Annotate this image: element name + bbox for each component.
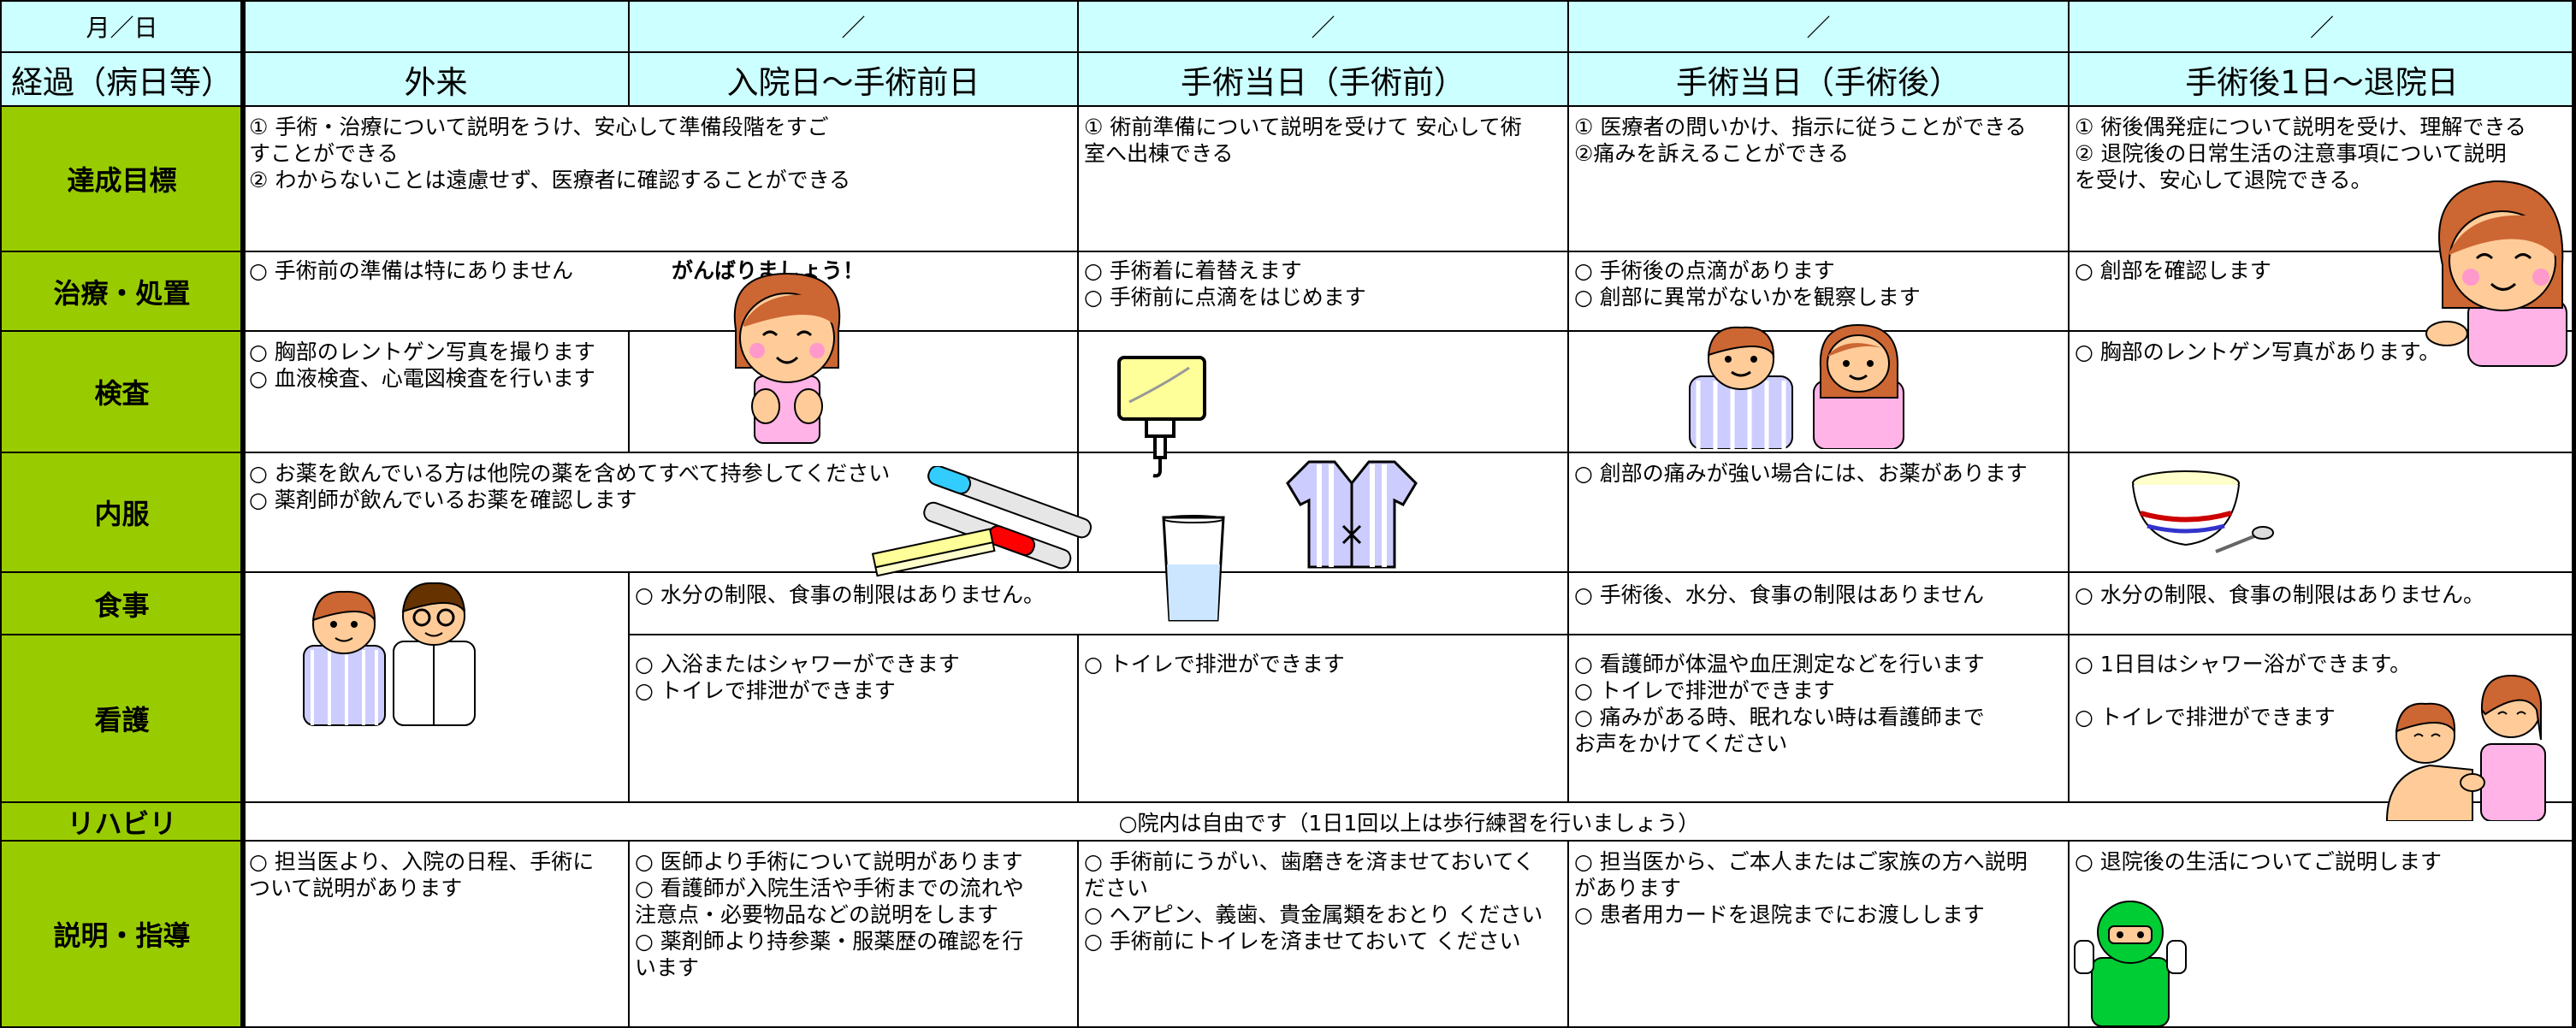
nursing-discharge-text-1: ○ 1日目はシャワー浴ができます。 [2075,652,2412,676]
row-label-guidance: 説明・指導 [0,840,244,1028]
treatment-surgery-post-text: ○ 手術後の点滴があります ○ 創部に異常がないかを観察します [1574,258,1921,310]
meal-surgery-post: ○ 手術後、水分、食事の制限はありません [1567,571,2070,635]
row-label-medication: 内服 [0,452,244,573]
surgical-gown-illustration [1286,460,1418,569]
water-glass-illustration [1162,515,1225,622]
patient-doctor-illustration [303,582,476,726]
exam-outpatient-text: ○ 胸部のレントゲン写真を撮ります ○ 血液検査、心電図検査を行います [249,340,595,391]
goals-discharge: ① 術後偶発症について説明を受け、理解できる ② 退院後の日常生活の注意事項につ… [2068,105,2576,252]
exam-discharge-text: ○ 胸部のレントゲン写真があります。 [2075,340,2441,364]
surgeon-illustration [2074,901,2187,1026]
medication-outpatient-admission-text: ○ お薬を飲んでいる方は他院の薬を含めてすべて持参してください ○ 薬剤師が飲ん… [249,461,891,512]
nursing-surgery-pre: ○ トイレで排泄ができます [1077,634,1569,803]
row-label-goals: 達成目標 [0,105,244,252]
course-label: 経過（病日等） [0,51,244,107]
stage-admission: 入院日～手術前日 [628,51,1079,107]
rehab-all-text: ○院内は自由です（1日1回以上は歩行練習を行いましょう） [1118,810,1700,836]
row-label-exam: 検査 [0,330,244,453]
goals-surgery-pre: ① 術前準備について説明を受けて 安心して術 室へ出棟できる [1077,105,1569,252]
guidance-discharge-text: ○ 退院後の生活についてご説明します [2075,849,2443,874]
divider-vertical-left [240,0,246,1028]
meal-discharge: ○ 水分の制限、食事の制限はありません。 [2068,571,2576,635]
nursing-surgery-post-text: ○ 看護師が体温や血圧測定などを行います ○ トイレで排泄ができます ○ 痛みが… [1574,652,1985,756]
rehab-all: ○院内は自由です（1日1回以上は歩行練習を行いましょう） [242,801,2576,842]
two-patients-illustration [1689,323,1904,449]
meal-admission-pre-text: ○ 水分の制限、食事の制限はありません。 [635,582,1045,607]
guidance-surgery-pre-text: ○ 手術前にうがい、歯磨きを済ませておいてく ださい ○ ヘアピン、義歯、貴金属… [1084,849,1543,954]
goals-surgery-pre-text: ① 術前準備について説明を受けて 安心して術 室へ出棟できる [1084,115,1522,166]
goals-surgery-post-text: ① 医療者の問いかけ、指示に従うことができる ②痛みを訴えることができる [1574,115,2027,166]
stage-surgery-pre: 手術当日（手術前） [1077,51,1569,107]
guidance-admission: ○ 医師より手術について説明があります ○ 看護師が入院生活や手術までの流れや … [628,840,1079,1028]
date-cell-surgery-pre[interactable]: ／ [1077,0,1569,53]
goals-discharge-text: ① 術後偶発症について説明を受け、理解できる ② 退院後の日常生活の注意事項につ… [2075,115,2526,192]
guidance-admission-text: ○ 医師より手術について説明があります ○ 看護師が入院生活や手術までの流れや … [635,849,1024,980]
nurse-patient-illustration [2385,674,2546,821]
row-label-nursing: 看護 [0,634,244,803]
treatment-surgery-post: ○ 手術後の点滴があります ○ 創部に異常がないかを観察します [1567,251,2070,332]
medication-surgery-post-text: ○ 創部の痛みが強い場合には、お薬があります [1574,461,2028,486]
treatment-surgery-pre-text: ○ 手術着に着替えます ○ 手術前に点滴をはじめます [1084,258,1366,310]
guidance-outpatient: ○ 担当医より、入院の日程、手術に ついて説明があります [242,840,630,1028]
goals-outpatient-admission-text: ① 手術・治療について説明をうけ、安心して準備段階をすご すことができる ② わ… [249,115,851,192]
exam-outpatient: ○ 胸部のレントゲン写真を撮ります ○ 血液検査、心電図検査を行います [242,330,630,453]
nursing-admission: ○ 入浴またはシャワーができます ○ トイレで排泄ができます [628,634,1079,803]
guidance-surgery-pre: ○ 手術前にうがい、歯磨きを済ませておいてく ださい ○ ヘアピン、義歯、貴金属… [1077,840,1569,1028]
treatment-outpatient-text: ○ 手術前の準備は特にありません [249,258,574,283]
nursing-discharge-text-2: ○ トイレで排泄ができます [2075,705,2336,730]
divider-outer-right [2572,0,2576,1028]
nursing-surgery-pre-text: ○ トイレで排泄ができます [1084,652,1345,676]
meal-discharge-text: ○ 水分の制限、食事の制限はありません。 [2075,582,2485,607]
date-label: 月／日 [0,0,244,53]
treatment-outpatient: ○ 手術前の準備は特にありません がんばりましょう！ [242,251,1079,332]
date-cell-surgery-post[interactable]: ／ [1567,0,2070,53]
nursing-admission-text: ○ 入浴またはシャワーができます ○ トイレで排泄ができます [635,652,960,703]
nursing-surgery-post: ○ 看護師が体温や血圧測定などを行います ○ トイレで排泄ができます ○ 痛みが… [1567,634,2070,803]
meal-admission-pre: ○ 水分の制限、食事の制限はありません。 [628,571,1569,635]
medication-surgery-post: ○ 創部の痛みが強い場合には、お薬があります [1567,452,2070,573]
rice-bowl-illustration [2132,470,2274,553]
treatment-surgery-pre: ○ 手術着に着替えます ○ 手術前に点滴をはじめます [1077,251,1569,332]
row-label-meal: 食事 [0,571,244,635]
cheering-girl-illustration [733,272,841,444]
medicine-illustration [871,466,1093,577]
guidance-surgery-post-text: ○ 担当医から、ご本人またはご家族の方へ説明 があります ○ 患者用カードを退院… [1574,849,2028,927]
date-cell-outpatient[interactable] [242,0,630,53]
treatment-discharge-text: ○ 創部を確認します [2075,258,2271,283]
guidance-outpatient-text: ○ 担当医より、入院の日程、手術に ついて説明があります [249,849,595,901]
stage-outpatient: 外来 [242,51,630,107]
stage-surgery-post: 手術当日（手術後） [1567,51,2070,107]
meal-surgery-post-text: ○ 手術後、水分、食事の制限はありません [1574,582,1985,607]
stage-discharge: 手術後1日～退院日 [2068,51,2576,107]
goals-surgery-post: ① 医療者の問いかけ、指示に従うことができる ②痛みを訴えることができる [1567,105,2070,252]
row-label-treatment: 治療・処置 [0,251,244,332]
exam-admission [628,330,1079,453]
goals-outpatient-admission: ① 手術・治療について説明をうけ、安心して準備段階をすご すことができる ② わ… [242,105,1079,252]
row-label-rehab: リハビリ [0,801,244,842]
nurse-illustration [2425,180,2567,367]
date-cell-admission[interactable]: ／ [628,0,1079,53]
date-cell-discharge[interactable]: ／ [2068,0,2576,53]
iv-drip-illustration [1117,356,1206,478]
guidance-surgery-post: ○ 担当医から、ご本人またはご家族の方へ説明 があります ○ 患者用カードを退院… [1567,840,2070,1028]
